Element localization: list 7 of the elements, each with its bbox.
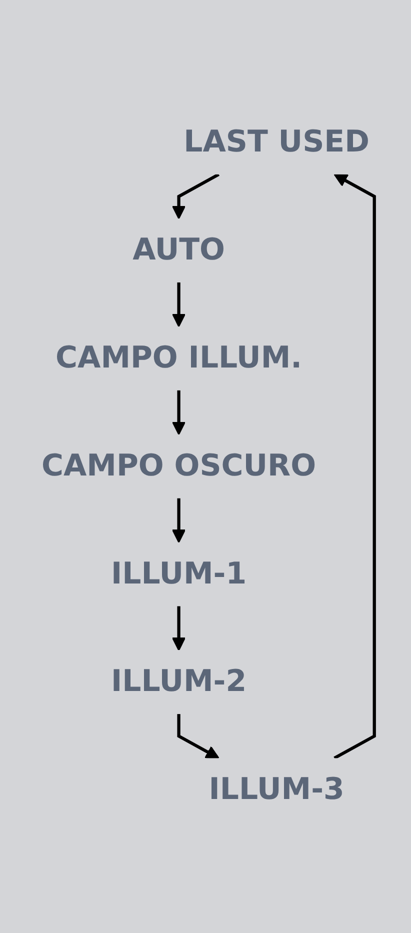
arrow [172,282,186,328]
arrow [172,498,186,544]
arrow [172,173,220,220]
arrow [172,606,186,652]
arrow [172,390,186,436]
arrow [177,714,220,759]
arrow [334,174,376,760]
